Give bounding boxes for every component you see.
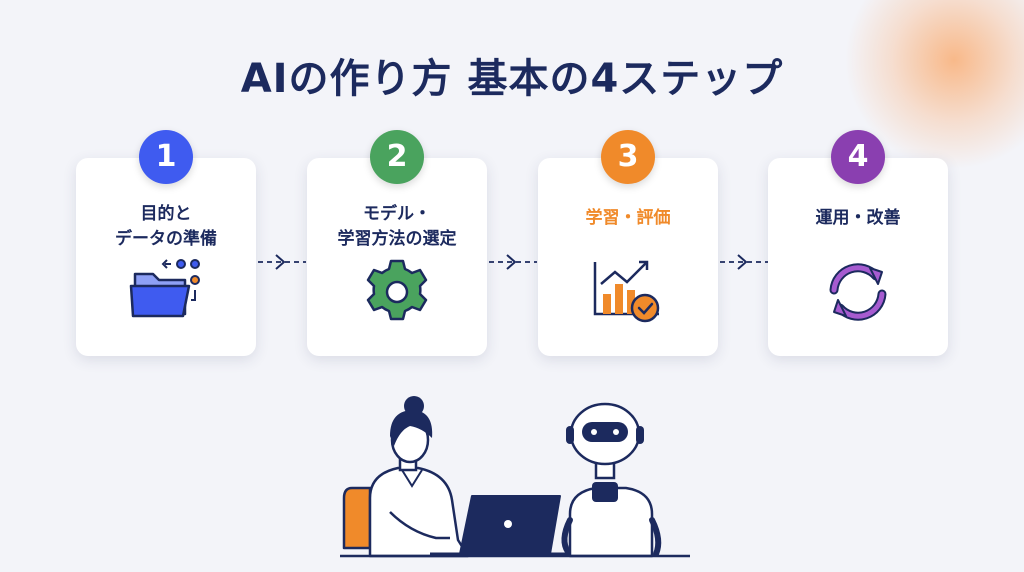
gear-icon	[357, 254, 437, 334]
folder-data-icon	[121, 254, 211, 330]
step-badge-3: 3	[601, 130, 655, 184]
step-3-label: 学習・評価	[585, 208, 671, 228]
step-card-2: モデル・ 学習方法の選定	[307, 158, 487, 356]
chart-check-icon	[585, 254, 671, 334]
step-badge-1: 1	[139, 130, 193, 184]
robot	[561, 402, 662, 558]
connector-arrow-3-4	[720, 254, 768, 270]
laptop-icon	[430, 495, 580, 556]
step-4-label: 運用・改善	[815, 208, 901, 228]
step-1-label: 目的と データの準備	[115, 204, 217, 249]
step-card-4: 運用・改善	[768, 158, 948, 356]
chair	[342, 486, 372, 550]
step-2-label: モデル・ 学習方法の選定	[337, 204, 457, 249]
person	[368, 396, 470, 558]
cycle-arrows-icon	[820, 254, 896, 334]
connector-arrow-2-3	[489, 254, 537, 270]
page-title: AIの作り方 基本の4ステップ	[240, 56, 784, 102]
step-badge-4: 4	[831, 130, 885, 184]
human-robot-illustration	[340, 396, 690, 558]
connector-arrow-1-2	[258, 254, 306, 270]
step-card-1: 目的と データの準備	[76, 158, 256, 356]
step-badge-2: 2	[370, 130, 424, 184]
step-card-3: 学習・評価	[538, 158, 718, 356]
